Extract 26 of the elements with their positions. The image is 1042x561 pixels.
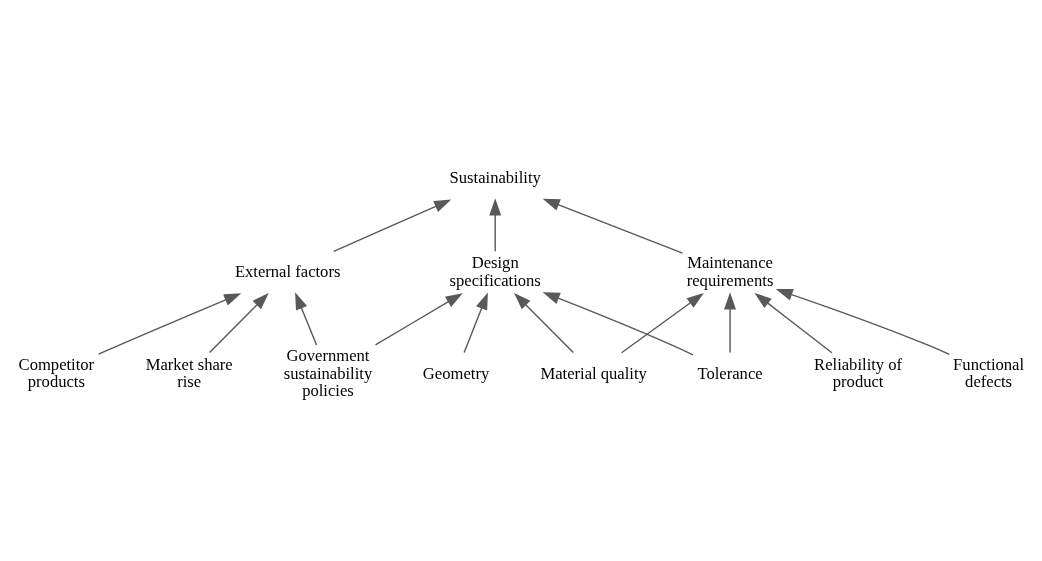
node-text: Design specifications xyxy=(449,253,541,291)
arrow xyxy=(208,292,269,354)
arrow xyxy=(775,288,951,356)
arrow xyxy=(489,198,502,253)
node-text: Material quality xyxy=(540,363,647,383)
node-text: Geometry xyxy=(422,363,490,383)
node-text: Competitor products xyxy=(18,354,95,392)
node-text: Tolerance xyxy=(697,363,763,383)
arrow xyxy=(295,292,318,346)
arrow xyxy=(374,293,463,346)
arrow xyxy=(754,292,833,354)
node-text: Government sustainability policies xyxy=(283,345,373,401)
node-text: Sustainability xyxy=(449,168,541,188)
arrow xyxy=(542,198,684,254)
arrow xyxy=(463,292,488,354)
node-text: External factors xyxy=(234,262,341,282)
node-text: Maintenance requirements xyxy=(686,253,774,291)
arrow xyxy=(542,292,694,356)
node-text: Functional defects xyxy=(953,354,1025,392)
arrow xyxy=(97,293,242,355)
arrow xyxy=(333,199,452,253)
node-text: Reliability of product xyxy=(814,354,903,392)
arrow xyxy=(620,292,704,354)
arrow xyxy=(514,292,574,354)
arrow xyxy=(724,292,737,354)
node-text: Market share rise xyxy=(145,354,233,392)
